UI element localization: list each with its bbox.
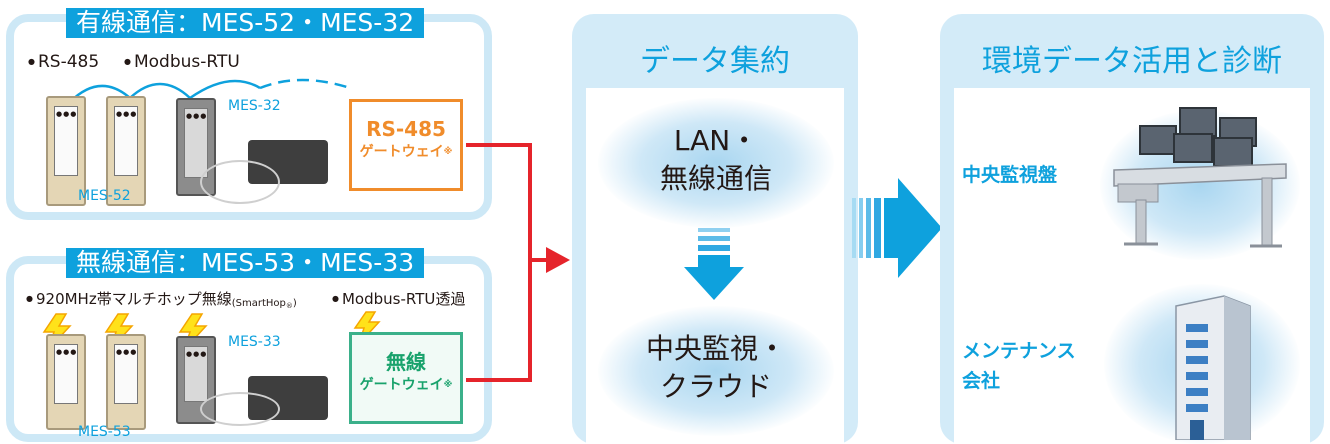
registered-mark: ® [285,302,293,310]
footnote-mark: ※ [443,147,453,157]
rs485-gateway-title: RS-485 [366,117,446,141]
footnote-mark: ※ [443,380,453,390]
bullet-dot: ● [124,57,131,66]
device-label-mes32: MES-32 [228,98,281,114]
maintenance-company-label: メンテナンス 会社 [962,336,1076,396]
lan-wireless-label: LAN・ 無線通信 [598,122,834,198]
wireless-gateway-sub: ゲートウェイ※ [352,375,460,395]
central-cloud-label: 中央監視・ クラウド [598,330,834,406]
monitoring-console-icon [1113,107,1287,248]
wireless-gateway: 無線 ゲートウェイ※ [349,332,463,424]
utilization-header: 環境データ活用と診断 [982,44,1282,79]
wireless-gateway-title: 無線 [386,350,426,374]
wired-bullet-modbus-text: Modbus-RTU [133,52,240,72]
wired-bullet-rs485: ●RS-485 [28,52,99,72]
wireless-bullet-modbus: ●Modbus-RTU透過 [332,288,465,309]
probe-cable [200,392,280,426]
wireless-bullet-modbus-text: Modbus-RTU透過 [341,290,466,308]
device-label-mes33: MES-33 [228,334,281,350]
wired-title: 有線通信：MES-52・MES-32 [66,8,425,38]
wired-bullet-modbus: ●Modbus-RTU [124,52,240,72]
wireless-comm-line: 無線通信 [659,162,772,195]
wireless-bullet-920mhz-text: 920MHz帯マルチホップ無線 [35,290,232,308]
sensor-unit-mes53-b: ●●● [106,334,146,430]
wireless-bullet-920mhz: ●920MHz帯マルチホップ無線(SmartHop®) [26,288,297,310]
glow-bubble [598,306,834,436]
bullet-dot: ● [26,294,33,303]
sensor-unit-mes52-b: ●●● [106,96,146,206]
building-icon [1175,295,1251,440]
central-line: 中央監視・ [645,332,786,365]
rs485-gateway: RS-485 ゲートウェイ※ [349,99,463,191]
glow-bubble [598,98,834,228]
gateway-connector-lines [466,143,570,382]
bullet-dot: ● [28,57,35,66]
wireless-title: 無線通信：MES-53・MES-33 [66,248,425,278]
cloud-line: クラウド [659,370,772,403]
aggregation-header: データ集約 [640,44,790,79]
device-label-mes52: MES-52 [78,188,131,204]
bullet-dot: ● [332,294,339,303]
rs485-gateway-sub: ゲートウェイ※ [352,142,460,162]
central-monitor-label: 中央監視盤 [962,164,1058,186]
maintenance-line: メンテナンス [962,340,1076,362]
rs485-gateway-sub-text: ゲートウェイ [359,144,444,160]
down-arrow-icon [684,228,744,300]
sensor-unit-mes52-a: ●●● [46,96,86,206]
wireless-bullet-smarthop: (SmartHop [231,298,286,309]
probe-cable [200,160,280,204]
wireless-bullet-close: ) [292,298,297,309]
wired-bullet-rs485-text: RS-485 [37,52,100,72]
sensor-unit-mes53-a: ●●● [46,334,86,430]
company-line: 会社 [962,370,1001,392]
right-arrow-icon [852,178,942,278]
lan-line: LAN・ [673,124,759,157]
wireless-gateway-sub-text: ゲートウェイ [359,377,444,393]
device-label-mes53: MES-53 [78,424,131,440]
